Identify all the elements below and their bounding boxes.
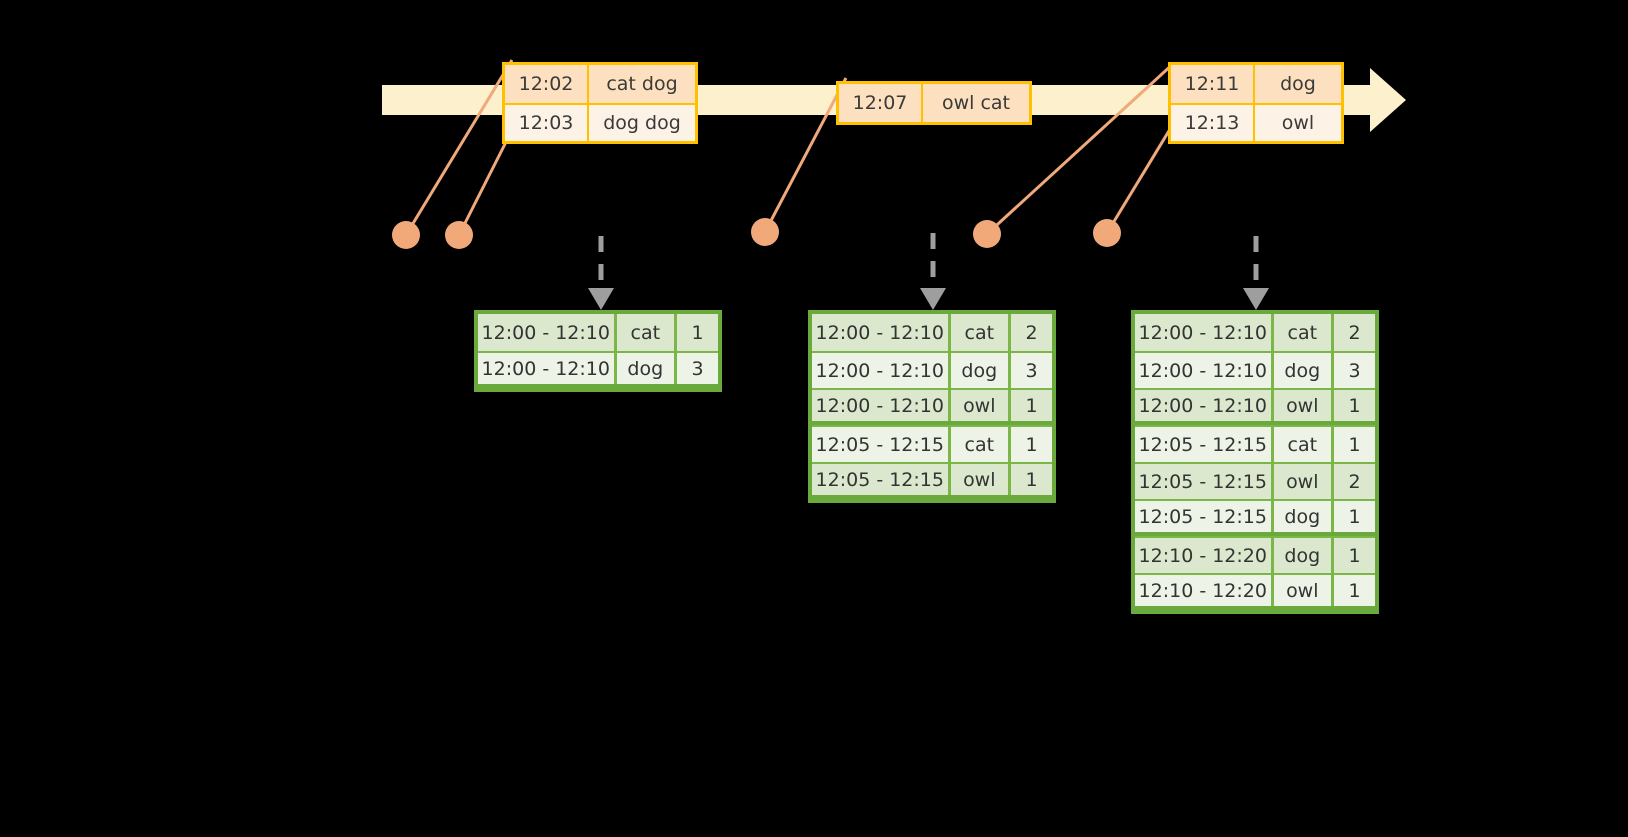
window-cell: 12:00 - 12:10 [812, 314, 951, 351]
count-cell: 1 [1348, 579, 1361, 602]
event-dots [392, 218, 1121, 249]
event-group-2: 12:07 owl cat [836, 81, 1032, 125]
key-cell: dog [617, 353, 678, 384]
key-cell: owl [951, 464, 1012, 495]
window-cell: 12:05 - 12:15 [1135, 501, 1274, 532]
count-cell: 1 [691, 321, 704, 344]
count-cell: 2 [1348, 321, 1361, 344]
flow-arrow-2-head-icon [920, 288, 946, 310]
window-cell: 12:00 - 12:10 [1135, 353, 1274, 388]
window-cell: 12:00 - 12:10 [812, 390, 951, 421]
key-cell: dog [1274, 501, 1335, 532]
count-cell: 2 [1348, 470, 1361, 493]
event-row: 12:11 dog [1171, 65, 1341, 103]
event-group-3: 12:11 dog 12:13 owl [1168, 62, 1344, 144]
flow-arrows [588, 233, 1269, 310]
window-cell: 12:10 - 12:20 [1135, 538, 1274, 573]
key-cell: owl [1274, 390, 1335, 421]
event-words: cat dog [606, 73, 678, 95]
count-cell: 1 [1348, 544, 1361, 567]
key-cell: cat [951, 427, 1012, 462]
dot-12-02 [392, 221, 420, 249]
count-cell: 1 [1348, 394, 1361, 417]
key-cell: owl [951, 390, 1012, 421]
count-cell: 3 [691, 357, 704, 380]
count-cell: 1 [1025, 394, 1038, 417]
key-cell: owl [1274, 575, 1335, 606]
event-row: 12:07 owl cat [839, 84, 1029, 122]
event-words: dog dog [603, 112, 681, 134]
event-time: 12:07 [839, 84, 923, 122]
window-cell: 12:00 - 12:10 [478, 314, 617, 351]
window-cell: 12:00 - 12:10 [1135, 390, 1274, 421]
window-cell: 12:05 - 12:15 [1135, 464, 1274, 499]
event-group-1: 12:02 cat dog 12:03 dog dog [502, 62, 698, 144]
dot-12-13 [1093, 219, 1121, 247]
event-time: 12:11 [1171, 65, 1255, 103]
dot-12-11 [973, 220, 1001, 248]
event-words: dog [1280, 73, 1316, 95]
key-cell: dog [1274, 538, 1335, 573]
count-cell: 3 [1025, 359, 1038, 382]
window-cell: 12:05 - 12:15 [1135, 427, 1274, 462]
window-cell: 12:05 - 12:15 [812, 427, 951, 462]
count-cell: 1 [1025, 433, 1038, 456]
count-cell: 1 [1348, 433, 1361, 456]
flow-arrow-3-head-icon [1243, 288, 1269, 310]
event-time: 12:03 [505, 105, 589, 141]
key-cell: owl [1274, 464, 1335, 499]
count-cell: 1 [1025, 468, 1038, 491]
event-words: owl cat [941, 92, 1011, 114]
count-cell: 2 [1025, 321, 1038, 344]
window-cell: 12:00 - 12:10 [1135, 314, 1274, 351]
event-time: 12:02 [505, 65, 589, 103]
connector-12-03 [457, 141, 508, 236]
event-row: 12:03 dog dog [505, 103, 695, 141]
count-cell: 1 [1348, 505, 1361, 528]
event-words: owl [1281, 112, 1315, 134]
flow-arrow-1-head-icon [588, 288, 614, 310]
window-cell: 12:05 - 12:15 [812, 464, 951, 495]
key-cell: cat [1274, 427, 1335, 462]
dot-12-07 [751, 218, 779, 246]
key-cell: dog [1274, 353, 1335, 388]
window-cell: 12:00 - 12:10 [812, 353, 951, 388]
dot-12-03 [445, 221, 473, 249]
window-cell: 12:00 - 12:10 [478, 353, 617, 384]
key-cell: cat [1274, 314, 1335, 351]
window-cell: 12:10 - 12:20 [1135, 575, 1274, 606]
event-row: 12:13 owl [1171, 103, 1341, 141]
event-row: 12:02 cat dog [505, 65, 695, 103]
key-cell: dog [951, 353, 1012, 388]
key-cell: cat [951, 314, 1012, 351]
timeline-arrowhead-icon [1370, 68, 1406, 132]
event-time: 12:13 [1171, 105, 1255, 141]
count-cell: 3 [1348, 359, 1361, 382]
key-cell: cat [617, 314, 678, 351]
